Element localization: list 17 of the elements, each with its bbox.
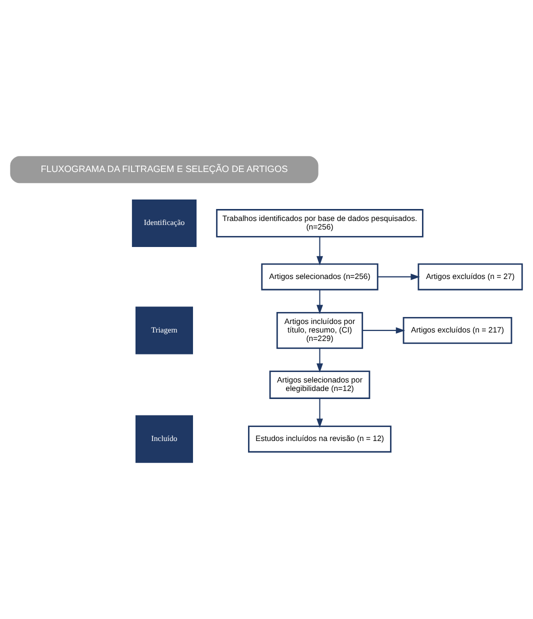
node-box: Artigos incluídos por título, resumo, (CI) (n=229) xyxy=(276,312,364,349)
node-box: Trabalhos identificados por base de dados pesquisados. (n=256) xyxy=(216,209,424,238)
node-box: Artigos excluídos (n = 27) xyxy=(418,263,523,290)
node-box: Incluído xyxy=(136,415,194,463)
node-box: Identificação xyxy=(132,199,197,248)
diagram-title: FLUXOGRAMA DA FILTRAGEM E SELEÇÃO DE ARTIGOS xyxy=(40,164,288,174)
arrow xyxy=(378,274,420,280)
node-box: Triagem xyxy=(136,306,194,354)
arrow xyxy=(316,348,323,373)
node-box: Artigos excluídos (n = 217) xyxy=(402,316,512,344)
node-box: Artigos selecionados por elegibilidade (n=12) xyxy=(269,370,370,399)
arrow xyxy=(316,398,323,428)
arrow xyxy=(362,327,406,334)
node-box: Estudos incluídos na revisão (n = 12) xyxy=(248,426,392,453)
node-box: Artigos selecionados (n=256) xyxy=(261,263,378,290)
arrow xyxy=(316,290,323,314)
arrow xyxy=(316,236,323,266)
